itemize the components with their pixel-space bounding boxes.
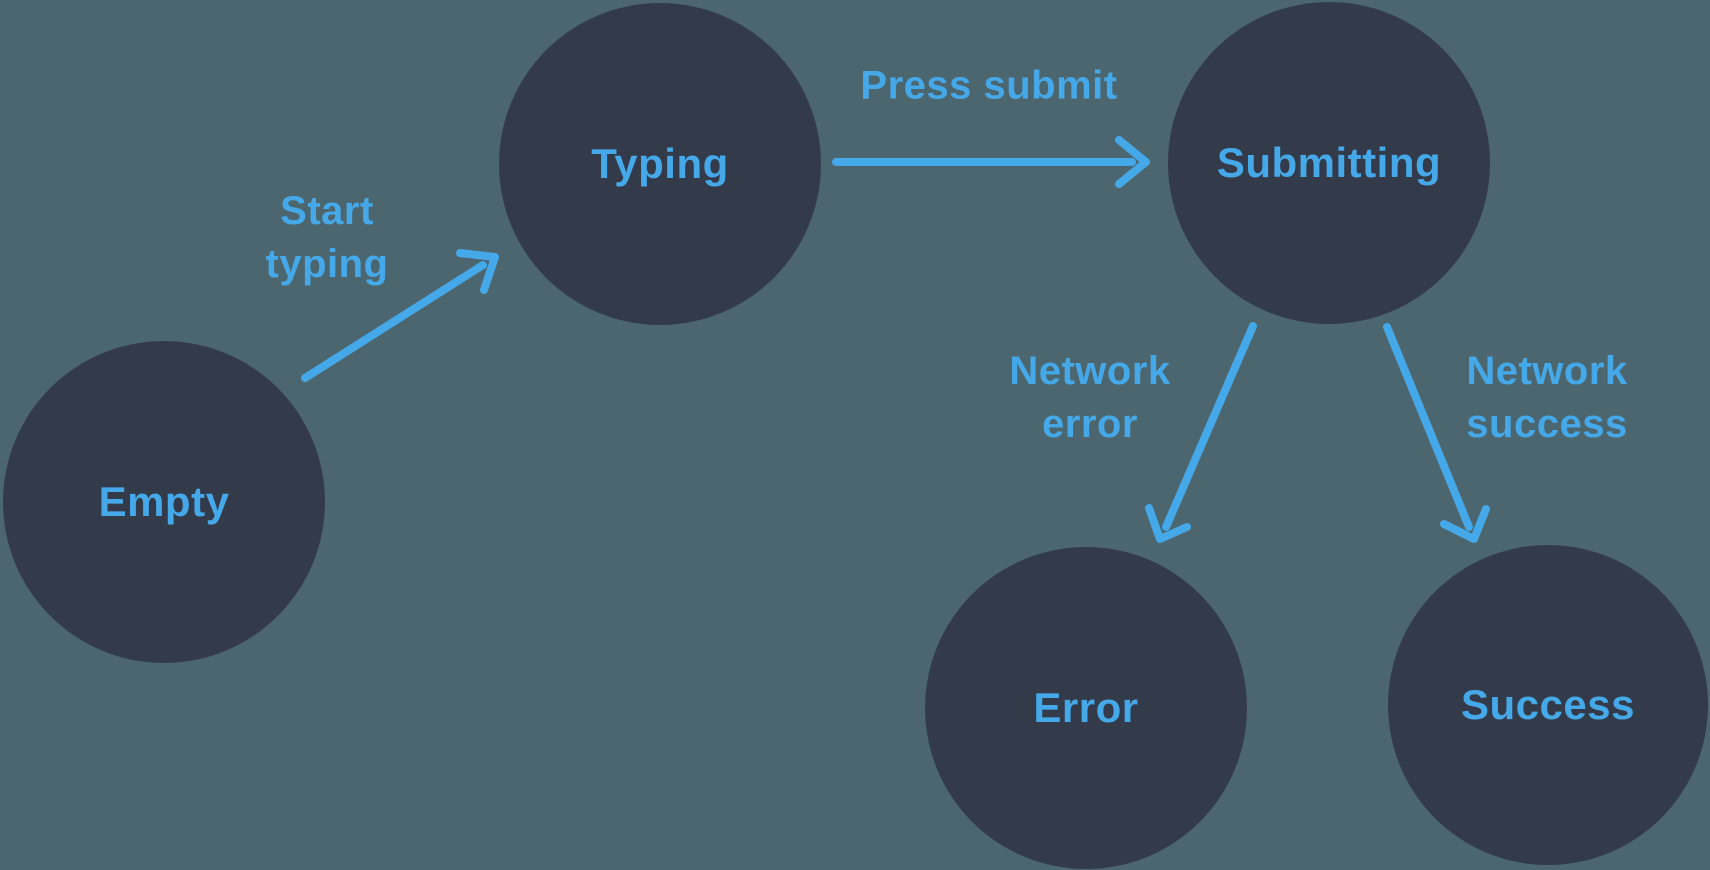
- arrowhead-icon: [1115, 136, 1150, 188]
- arrow-empty-to-typing: [301, 249, 499, 382]
- arrowhead-icon: [1440, 505, 1490, 543]
- transition-label-press-submit: Press submit: [860, 60, 1117, 113]
- transition-label-line: error: [1042, 402, 1138, 446]
- arrow-shaft: [301, 261, 487, 382]
- transition-label-line: success: [1466, 402, 1628, 446]
- transition-label-line: Network: [1009, 349, 1171, 393]
- state-error-label: Error: [1033, 684, 1139, 731]
- state-empty-label: Empty: [98, 478, 230, 525]
- state-submitting-label: Submitting: [1216, 139, 1442, 186]
- arrowhead-icon: [1145, 504, 1191, 543]
- transition-label-line: Start: [280, 189, 374, 233]
- arrow-submitting-to-success: [1383, 323, 1490, 543]
- arrow-shaft: [1162, 322, 1257, 531]
- arrowhead-icon: [456, 249, 499, 294]
- state-empty: Empty: [3, 341, 325, 663]
- arrow-typing-to-submitting: [832, 136, 1150, 188]
- state-typing: Typing: [499, 3, 821, 325]
- state-typing-label: Typing: [591, 140, 729, 187]
- state-success-label: Success: [1461, 681, 1635, 728]
- transition-label-network-success: Network success: [1466, 345, 1627, 451]
- state-success: Success: [1388, 545, 1708, 865]
- transition-label-line: Press submit: [860, 63, 1118, 108]
- state-error: Error: [925, 547, 1247, 869]
- transition-label-line: Network: [1466, 349, 1628, 393]
- arrow-submitting-to-error: [1145, 322, 1257, 543]
- transition-label-start-typing: Start typing: [266, 185, 389, 291]
- transition-label-line: typing: [265, 242, 389, 286]
- transition-label-network-error: Network error: [1009, 345, 1170, 451]
- state-submitting: Submitting: [1168, 2, 1490, 324]
- arrow-shaft: [1383, 323, 1473, 531]
